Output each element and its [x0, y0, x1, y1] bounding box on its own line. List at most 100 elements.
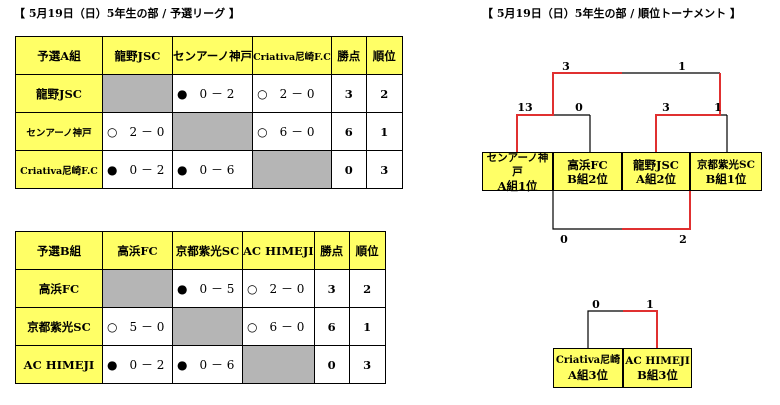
group-a-rank: 3	[365, 150, 403, 189]
group-b-rank-header: 順位	[348, 231, 386, 270]
loss-mark: ●	[177, 358, 188, 372]
bracket-team-pos: A組1位	[497, 178, 538, 193]
score-text: 0 － 5	[199, 282, 235, 296]
score-text: 6 － 0	[279, 125, 315, 139]
score-text: 5 － 0	[129, 320, 165, 334]
win-mark: ○	[107, 125, 118, 139]
group-a-col-team-1: 龍野JSC	[102, 36, 173, 75]
semi2-score-left: 3	[662, 101, 670, 114]
semi2-score-right: 1	[714, 101, 722, 114]
group-b-corner: 予選B組	[15, 231, 103, 270]
group-b-points: 0	[313, 345, 350, 384]
score-text: 0 － 2	[199, 87, 235, 101]
group-b-row-team: AC HIMEJI	[15, 345, 103, 384]
group-a-col-team-3: Criativa尼崎F.C	[252, 36, 332, 75]
third-score-right: 2	[679, 233, 687, 246]
group-b-rank: 3	[348, 345, 386, 384]
group-a-row-team: 龍野JSC	[15, 74, 103, 113]
group-b-col-team-1: 高浜FC	[102, 231, 173, 270]
group-b-cell-result: ● 0 － 5	[172, 269, 243, 308]
bracket-team-name: センアーノ神戸	[486, 151, 549, 178]
fifth-team-pos: B組3位	[637, 368, 678, 382]
semi1-score-right: 0	[575, 101, 583, 114]
win-mark: ○	[257, 125, 268, 139]
group-b-rank: 2	[348, 269, 386, 308]
semi1-score-left: 13	[517, 101, 533, 114]
group-a-points: 3	[330, 74, 367, 113]
win-mark: ○	[107, 320, 118, 334]
group-a-points: 0	[330, 150, 367, 189]
group-b-rank: 1	[348, 307, 386, 346]
bracket-team-pos: B組2位	[567, 171, 608, 186]
group-b-row-team: 京都紫光SC	[15, 307, 103, 346]
score-text: 6 － 0	[269, 320, 305, 334]
loss-mark: ●	[177, 163, 188, 177]
loss-mark: ●	[177, 87, 188, 101]
bracket-team-name: 高浜FC	[567, 157, 608, 172]
group-a-cell-self	[102, 74, 173, 113]
group-b-cell-self	[242, 345, 315, 384]
win-mark: ○	[257, 87, 268, 101]
group-b-points-header: 勝点	[313, 231, 350, 270]
group-b-cell-result: ○ 5 － 0	[102, 307, 173, 346]
group-a-cell-self	[252, 150, 332, 189]
score-text: 2 － 0	[129, 125, 165, 139]
third-score-left: 0	[560, 233, 568, 246]
fifth-team-name: Criativa尼崎	[555, 355, 621, 366]
group-a-corner: 予選A組	[15, 36, 103, 75]
loss-mark: ●	[177, 282, 188, 296]
score-text: 0 － 2	[129, 358, 165, 372]
fifth-score-right: 1	[646, 298, 654, 311]
score-text: 0 － 6	[199, 163, 235, 177]
win-mark: ○	[247, 320, 258, 334]
group-a-rank: 1	[365, 112, 403, 151]
loss-mark: ●	[107, 163, 118, 177]
group-a-cell-result: ● 0 － 6	[171, 150, 254, 189]
group-a-cell-result: ○ 6 － 0	[252, 112, 332, 151]
group-b-cell-self	[102, 269, 173, 308]
group-b-cell-result: ● 0 － 6	[172, 345, 243, 384]
tournament-title: 【 5月19日（日）5年生の部 / 順位トーナメント 】	[482, 7, 741, 20]
bracket-team-2: 高浜FC B組2位	[553, 152, 622, 191]
loss-mark: ●	[107, 358, 118, 372]
group-b-col-team-3: AC HIMEJI	[242, 231, 315, 270]
bracket-winner-lines	[516, 72, 721, 230]
group-b-points: 6	[313, 307, 350, 346]
group-a-col-team-2: センアーノ神戸	[171, 36, 254, 75]
bracket-team-name: 京都紫光SC	[697, 158, 755, 171]
group-a-cell-self	[171, 112, 254, 151]
group-a-cell-result: ○ 2 － 0	[252, 74, 332, 113]
score-text: 0 － 2	[129, 163, 165, 177]
bracket-team-3: 龍野JSC A組2位	[622, 152, 690, 191]
score-text: 2 － 0	[269, 282, 305, 296]
group-b-cell-result: ● 0 － 2	[102, 345, 173, 384]
group-a-row-team: Criativa尼崎F.C	[15, 150, 103, 189]
score-text: 0 － 6	[199, 358, 235, 372]
bracket-team-4: 京都紫光SC B組1位	[690, 152, 762, 191]
bracket-team-1: センアーノ神戸 A組1位	[482, 151, 553, 193]
group-a-table: 予選A組 龍野JSC センアーノ神戸 Criativa尼崎F.C 勝点 順位 龍…	[15, 36, 403, 189]
group-a-cell-result: ● 0 － 2	[171, 74, 254, 113]
bracket-team-pos: A組2位	[636, 171, 676, 186]
league-title: 【 5月19日（日）5年生の部 / 予選リーグ 】	[14, 7, 240, 20]
bracket-team-pos: B組1位	[705, 171, 747, 186]
group-a-points-header: 勝点	[330, 36, 367, 75]
fifth-team-pos: A組3位	[568, 368, 608, 382]
group-b-cell-result: ○ 6 － 0	[242, 307, 315, 346]
group-a-rank-header: 順位	[365, 36, 403, 75]
bracket-team-name: 龍野JSC	[633, 157, 679, 172]
fifth-team-name: AC HIMEJI	[625, 355, 690, 367]
fifth-team-2: AC HIMEJI B組3位	[623, 348, 692, 388]
score-text: 2 － 0	[279, 87, 315, 101]
final-score-right: 1	[678, 60, 686, 73]
win-mark: ○	[247, 282, 258, 296]
fifth-bracket-black-lines	[587, 310, 623, 348]
final-score-left: 3	[562, 60, 570, 73]
fifth-team-1: Criativa尼崎 A組3位	[553, 348, 623, 388]
fifth-bracket-winner-lines	[623, 310, 658, 348]
group-a-cell-result: ● 0 － 2	[102, 150, 173, 189]
group-b-table: 予選B組 高浜FC 京都紫光SC AC HIMEJI 勝点 順位 高浜FC ● …	[15, 231, 386, 384]
group-a-row-team: センアーノ神戸	[15, 112, 103, 151]
group-b-row-team: 高浜FC	[15, 269, 103, 308]
